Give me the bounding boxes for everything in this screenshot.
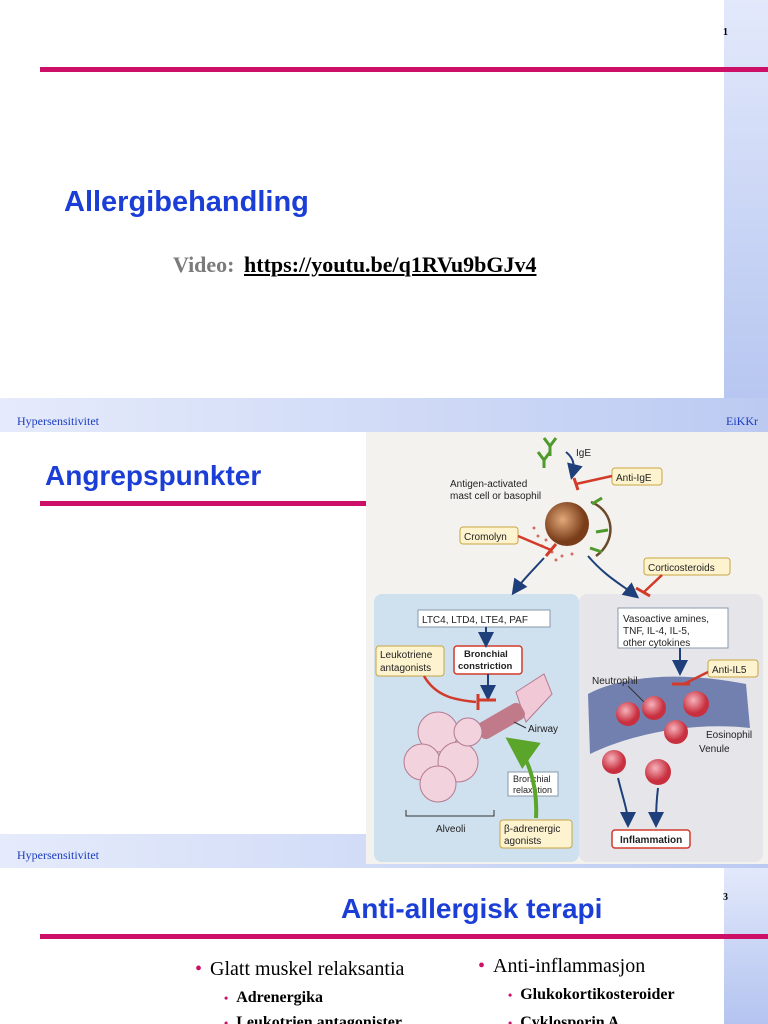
label-beta-2: agonists — [504, 836, 541, 847]
label-airway: Airway — [528, 724, 558, 735]
slide-title: Allergibehandling — [64, 186, 309, 218]
label-leuk-ant-2: antagonists — [380, 663, 431, 674]
mast-cell-icon — [545, 502, 589, 546]
label-cytokines-2: TNF, IL-4, IL-5, — [623, 626, 690, 637]
title-underline — [40, 501, 366, 506]
bullet-text: Anti-inflammasjon — [493, 955, 646, 977]
label-eosinophil: Eosinophil — [706, 730, 752, 741]
label-alveoli: Alveoli — [436, 824, 465, 835]
label-constriction-2: constriction — [458, 661, 513, 672]
label-corticosteroids: Corticosteroids — [648, 563, 715, 574]
sub-bullet-glukokortikosteroider: •Glukokortikosteroider — [508, 986, 675, 1003]
slide-title: Angrepspunkter — [45, 460, 262, 491]
title-underline — [40, 934, 768, 939]
sub-bullet-adrenergika: •Adrenergika — [224, 989, 324, 1006]
eosinophil-cells-icon — [602, 691, 709, 785]
label-anti-ige: Anti-IgE — [616, 473, 652, 484]
slide-1: 1 Allergibehandling Video: https://youtu… — [0, 0, 768, 432]
bronchial-relaxation-box — [507, 771, 559, 797]
label-leuk-ant-1: Leukotriene — [380, 650, 433, 661]
title-underline — [40, 67, 768, 72]
label-constriction-1: Bronchial — [464, 649, 508, 660]
beta-agonists-box — [499, 819, 573, 849]
label-venule: Venule — [699, 744, 730, 755]
video-label: Video: — [173, 252, 235, 277]
allergy-mechanism-figure: IgE Antigen-activated mast cell or basop… — [366, 432, 768, 864]
label-anti-il5: Anti-IL5 — [712, 665, 747, 676]
venule-icon — [588, 676, 750, 754]
alveoli-airway-icon — [403, 673, 553, 803]
video-line: Video: https://youtu.be/q1RVu9bGJv4 — [173, 252, 536, 278]
corticosteroids-box — [643, 557, 731, 576]
label-neutrophil: Neutrophil — [592, 676, 638, 687]
leukotriene-antagonists-box — [375, 645, 445, 677]
label-ige: IgE — [576, 448, 591, 459]
ige-icon — [536, 437, 558, 468]
sub-bullet-leukotrien: •Leukotrien antagonister — [224, 1014, 402, 1024]
label-mast-cell-2: mast cell or basophil — [450, 491, 541, 502]
right-sidebar — [724, 868, 768, 1024]
footer-bar — [0, 398, 768, 432]
inflammation-box — [611, 829, 691, 849]
bullet-text: Glatt muskel relaksantia — [210, 958, 405, 980]
label-beta-1: β-adrenergic — [504, 824, 560, 835]
right-sidebar — [724, 0, 768, 432]
label-inflammation: Inflammation — [620, 835, 682, 846]
footer-right: EiKKr — [726, 414, 758, 428]
slide-title: Anti-allergisk terapi — [341, 893, 603, 924]
sub-bullet-text: Cyklosporin A — [520, 1014, 620, 1024]
leukotrienes-box — [417, 609, 551, 628]
bullet-smooth-muscle: •Glatt muskel relaksantia — [195, 958, 405, 980]
cromolyn-box — [459, 526, 519, 545]
page-number: 3 — [723, 892, 728, 903]
sub-bullet-text: Glukokortikosteroider — [520, 986, 675, 1003]
sub-bullet-text: Adrenergika — [236, 989, 324, 1006]
label-leukotrienes: LTC4, LTD4, LTE4, PAF — [422, 615, 528, 626]
bullet-anti-inflammation: •Anti-inflammasjon — [478, 955, 646, 977]
sub-bullet-text: Leukotrien antagonister — [236, 1014, 402, 1024]
label-mast-cell-1: Antigen-activated — [450, 479, 527, 490]
slide-3: 3 Anti-allergisk terapi •Glatt muskel re… — [0, 868, 768, 1024]
page-number: 1 — [723, 27, 728, 38]
cytokines-box — [617, 607, 729, 649]
sub-bullet-cyklosporin: •Cyklosporin A — [508, 1014, 619, 1024]
label-relaxation-2: relaxation — [513, 785, 552, 795]
footer-left: Hypersensitivitet — [17, 414, 99, 428]
label-cytokines-3: other cytokines — [623, 638, 690, 649]
footer-left: Hypersensitivitet — [17, 848, 99, 862]
anti-il5-box — [707, 659, 759, 678]
video-link[interactable]: https://youtu.be/q1RVu9bGJv4 — [244, 252, 537, 277]
label-cromolyn: Cromolyn — [464, 532, 507, 543]
label-cytokines-1: Vasoactive amines, — [623, 614, 709, 625]
